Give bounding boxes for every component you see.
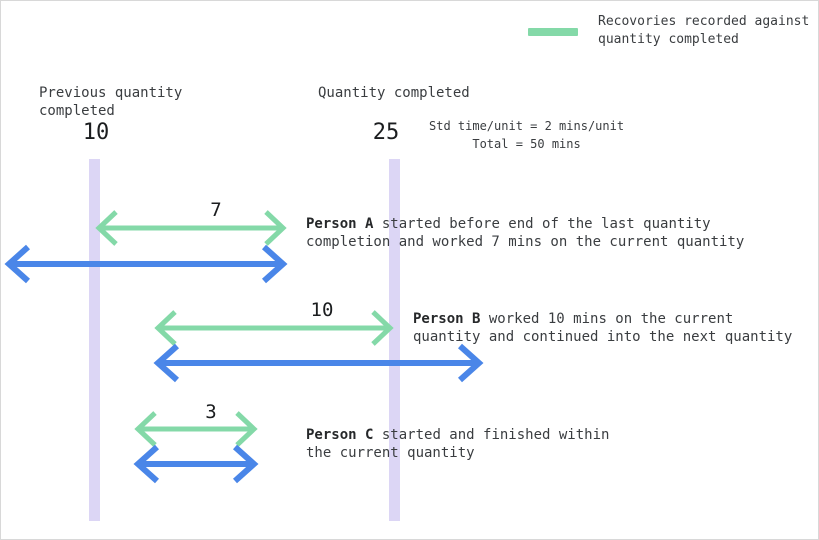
recovery-legend-label: Recovories recorded against quantity com… bbox=[598, 14, 810, 47]
previous-quantity-label: Previous quantity completed bbox=[39, 85, 183, 119]
previous-quantity-boundary-bar bbox=[89, 159, 100, 521]
recovery-legend-swatch bbox=[528, 28, 578, 36]
person-b-recovery-mins: 10 bbox=[310, 299, 334, 321]
person-a-name: Person A bbox=[306, 216, 374, 232]
person-a-description: Person A started before end of the last … bbox=[306, 215, 751, 251]
current-quantity-label: Quantity completed bbox=[318, 85, 470, 101]
person-b-desc-text: worked 10 mins on the current quantity a… bbox=[413, 311, 793, 345]
person-c-desc-text: started and finished within the current … bbox=[306, 427, 610, 461]
previous-quantity-value: 10 bbox=[82, 120, 110, 145]
person-b-worked-arrow bbox=[153, 343, 484, 383]
person-b-recovery-arrow bbox=[154, 310, 394, 346]
person-c-description: Person C started and finished within the… bbox=[306, 426, 626, 462]
current-quantity-boundary-bar bbox=[389, 159, 400, 521]
person-b-name: Person B bbox=[413, 311, 481, 327]
std-time-note: Std time/unit = 2 mins/unit Total = 50 m… bbox=[429, 119, 625, 151]
person-c-recovery-mins: 3 bbox=[205, 401, 217, 423]
person-b-description: Person B worked 10 mins on the current q… bbox=[413, 310, 803, 346]
person-c-name: Person C bbox=[306, 427, 374, 443]
person-c-worked-arrow bbox=[133, 444, 259, 484]
person-a-worked-arrow bbox=[4, 244, 288, 284]
person-a-recovery-mins: 7 bbox=[210, 199, 222, 221]
person-a-desc-text: started before end of the last quantity … bbox=[306, 216, 745, 250]
person-a-recovery-arrow bbox=[95, 210, 287, 246]
current-quantity-value: 25 bbox=[372, 120, 400, 145]
